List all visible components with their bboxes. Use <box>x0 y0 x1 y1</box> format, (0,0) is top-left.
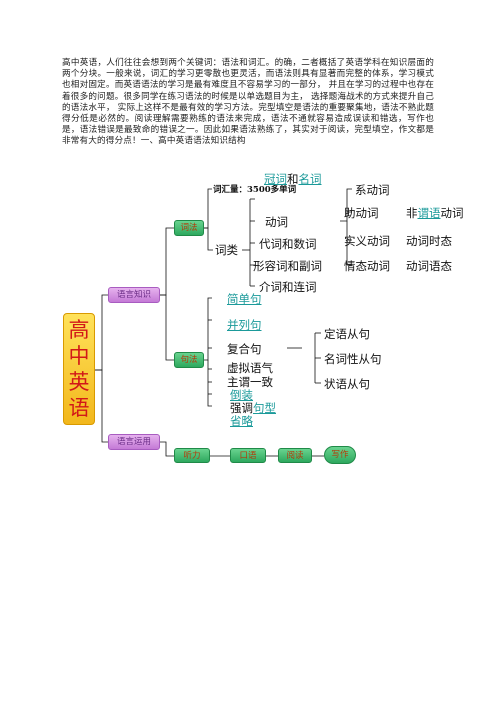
syntax-node: 句法 <box>174 352 204 368</box>
auxiliary-verb: 助动词 <box>344 206 379 220</box>
emphatic-pattern: 强调句型 <box>230 400 276 416</box>
inversion: 倒装 <box>230 388 253 402</box>
article-label: 冠词 <box>264 172 287 186</box>
root-char-1: 高 <box>68 318 90 342</box>
verb-voice: 动词语态 <box>406 259 452 273</box>
subjunctive-mood: 虚拟语气 <box>227 361 273 375</box>
adj-adv-label: 形容词和副词 <box>253 259 322 273</box>
word-class-article-noun: 冠词和名词 <box>264 171 322 187</box>
nonfinite-verb: 非谓语动词 <box>406 205 464 221</box>
root-char-4: 语 <box>68 396 90 420</box>
writing-node: 写作 <box>324 446 356 464</box>
vocabulary-node: 词法 <box>174 220 204 236</box>
vocab-count: 词汇量：3500多单词 <box>213 185 297 195</box>
verb-label: 动词 <box>265 215 288 229</box>
compound-sentence: 并列句 <box>227 318 262 332</box>
grammar-structure-diagram: 高 中 英 语 语言知识 语言运用 词法 句法 词汇量：3500多单词 词类 冠… <box>62 172 464 470</box>
word-class-label: 词类 <box>215 243 238 257</box>
language-knowledge-node: 语言知识 <box>108 287 160 303</box>
noun-label: 名词 <box>298 172 322 186</box>
subject-verb-agreement: 主谓一致 <box>227 375 273 389</box>
speaking-node: 口语 <box>230 448 266 463</box>
prep-conj-label: 介词和连词 <box>259 280 317 294</box>
nominal-clause: 名词性从句 <box>324 352 382 366</box>
listening-node: 听力 <box>174 448 210 463</box>
root-node: 高 中 英 语 <box>63 313 95 425</box>
ellipsis: 省略 <box>230 414 253 428</box>
simple-sentence: 简单句 <box>227 292 262 306</box>
and-label: 和 <box>287 172 299 186</box>
notional-verb: 实义动词 <box>344 234 390 248</box>
emphasis-post: 句型 <box>253 401 276 415</box>
adverbial-clause: 状语从句 <box>324 377 370 391</box>
complex-sentence: 复合句 <box>227 342 262 356</box>
linking-verb: 系动词 <box>355 183 390 197</box>
attributive-clause: 定语从句 <box>324 327 370 341</box>
root-char-3: 英 <box>68 370 90 394</box>
verb-tense: 动词时态 <box>406 234 452 248</box>
modal-verb: 情态动词 <box>344 259 390 273</box>
root-char-2: 中 <box>68 344 90 368</box>
reading-node: 阅读 <box>278 448 312 463</box>
language-use-node: 语言运用 <box>108 434 160 450</box>
nonfinite-pre: 非 <box>406 206 418 220</box>
connector-lines <box>95 188 352 457</box>
intro-paragraph: 高中英语，人们往往会想到两个关键词：语法和词汇。的确，二者概括了英语学科在知识层… <box>62 58 434 147</box>
nonfinite-mid: 谓语 <box>417 206 441 220</box>
pronoun-numeral-label: 代词和数词 <box>259 237 317 251</box>
emphasis-pre: 强调 <box>230 401 253 415</box>
nonfinite-post: 动词 <box>440 206 464 220</box>
